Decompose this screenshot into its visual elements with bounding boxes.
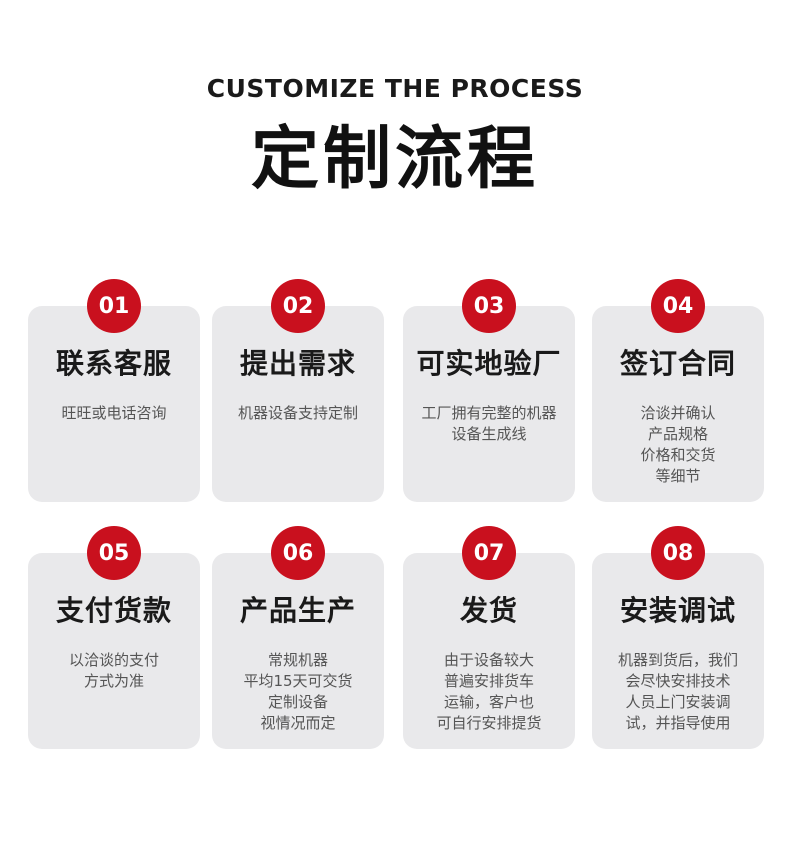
step-description-line: 会尽快安排技术 [625,672,731,690]
step-description-line: 试，并指导使用 [625,714,731,732]
step-title: 发货 [459,594,518,627]
step-title: 产品生产 [239,594,356,627]
step-card-06: 产品生产常规机器平均15天可交货定制设备视情况而定 [212,553,384,749]
step-description: 机器设备支持定制 [218,403,378,424]
step-card-08: 安装调试机器到货后，我们会尽快安排技术人员上门安装调试，并指导使用 [592,553,764,749]
step-description: 由于设备较大普遍安排货车运输，客户也可自行安排提货 [409,650,569,734]
step-description-line: 由于设备较大 [443,651,534,669]
step-description-line: 方式为准 [83,672,144,690]
step-description: 机器到货后，我们会尽快安排技术人员上门安装调试，并指导使用 [598,650,758,734]
step-title: 签订合同 [619,347,736,380]
page-title: 定制流程 [250,120,539,199]
step-number-badge: 02 [271,279,325,333]
step-description: 以洽谈的支付方式为准 [34,650,194,692]
step-description-line: 以洽谈的支付 [68,651,159,669]
section-subtitle: CUSTOMIZE THE PROCESS [206,74,584,103]
step-description: 常规机器平均15天可交货定制设备视情况而定 [218,650,378,734]
step-card-07: 发货由于设备较大普遍安排货车运输，客户也可自行安排提货 [403,553,575,749]
step-description-line: 人员上门安装调 [625,693,731,711]
step-card-01: 联系客服旺旺或电话咨询 [28,306,200,502]
step-card-05: 支付货款以洽谈的支付方式为准 [28,553,200,749]
step-description-line: 平均15天可交货 [243,672,353,690]
step-number-badge: 04 [651,279,705,333]
step-description-line: 运输，客户也 [443,693,534,711]
step-number-badge: 01 [87,279,141,333]
step-description-line: 洽谈并确认 [640,404,716,422]
step-card-04: 签订合同洽谈并确认产品规格价格和交货等细节 [592,306,764,502]
step-description-line: 价格和交货 [640,446,716,464]
step-description-line: 常规机器 [267,651,328,669]
step-description-line: 机器设备支持定制 [237,404,358,422]
step-number-badge: 06 [271,526,325,580]
step-description-line: 可自行安排提货 [436,714,542,732]
step-description-line: 等细节 [655,467,701,485]
step-number-badge: 03 [462,279,516,333]
step-description-line: 定制设备 [267,693,328,711]
step-title: 可实地验厂 [416,347,562,380]
step-title: 提出需求 [239,347,356,380]
step-description-line: 旺旺或电话咨询 [61,404,167,422]
step-title: 联系客服 [55,347,172,380]
step-description: 工厂拥有完整的机器设备生成线 [409,403,569,445]
step-description: 洽谈并确认产品规格价格和交货等细节 [598,403,758,487]
step-number-badge: 05 [87,526,141,580]
step-number-badge: 07 [462,526,516,580]
step-description-line: 工厂拥有完整的机器 [421,404,557,422]
step-title: 安装调试 [619,594,736,627]
step-card-02: 提出需求机器设备支持定制 [212,306,384,502]
step-number-badge: 08 [651,526,705,580]
step-title: 支付货款 [55,594,172,627]
step-description-line: 设备生成线 [451,425,527,443]
step-description-line: 普遍安排货车 [443,672,534,690]
step-card-03: 可实地验厂工厂拥有完整的机器设备生成线 [403,306,575,502]
step-description-line: 机器到货后，我们 [617,651,738,669]
step-description: 旺旺或电话咨询 [34,403,194,424]
step-description-line: 视情况而定 [260,714,336,732]
step-description-line: 产品规格 [647,425,708,443]
